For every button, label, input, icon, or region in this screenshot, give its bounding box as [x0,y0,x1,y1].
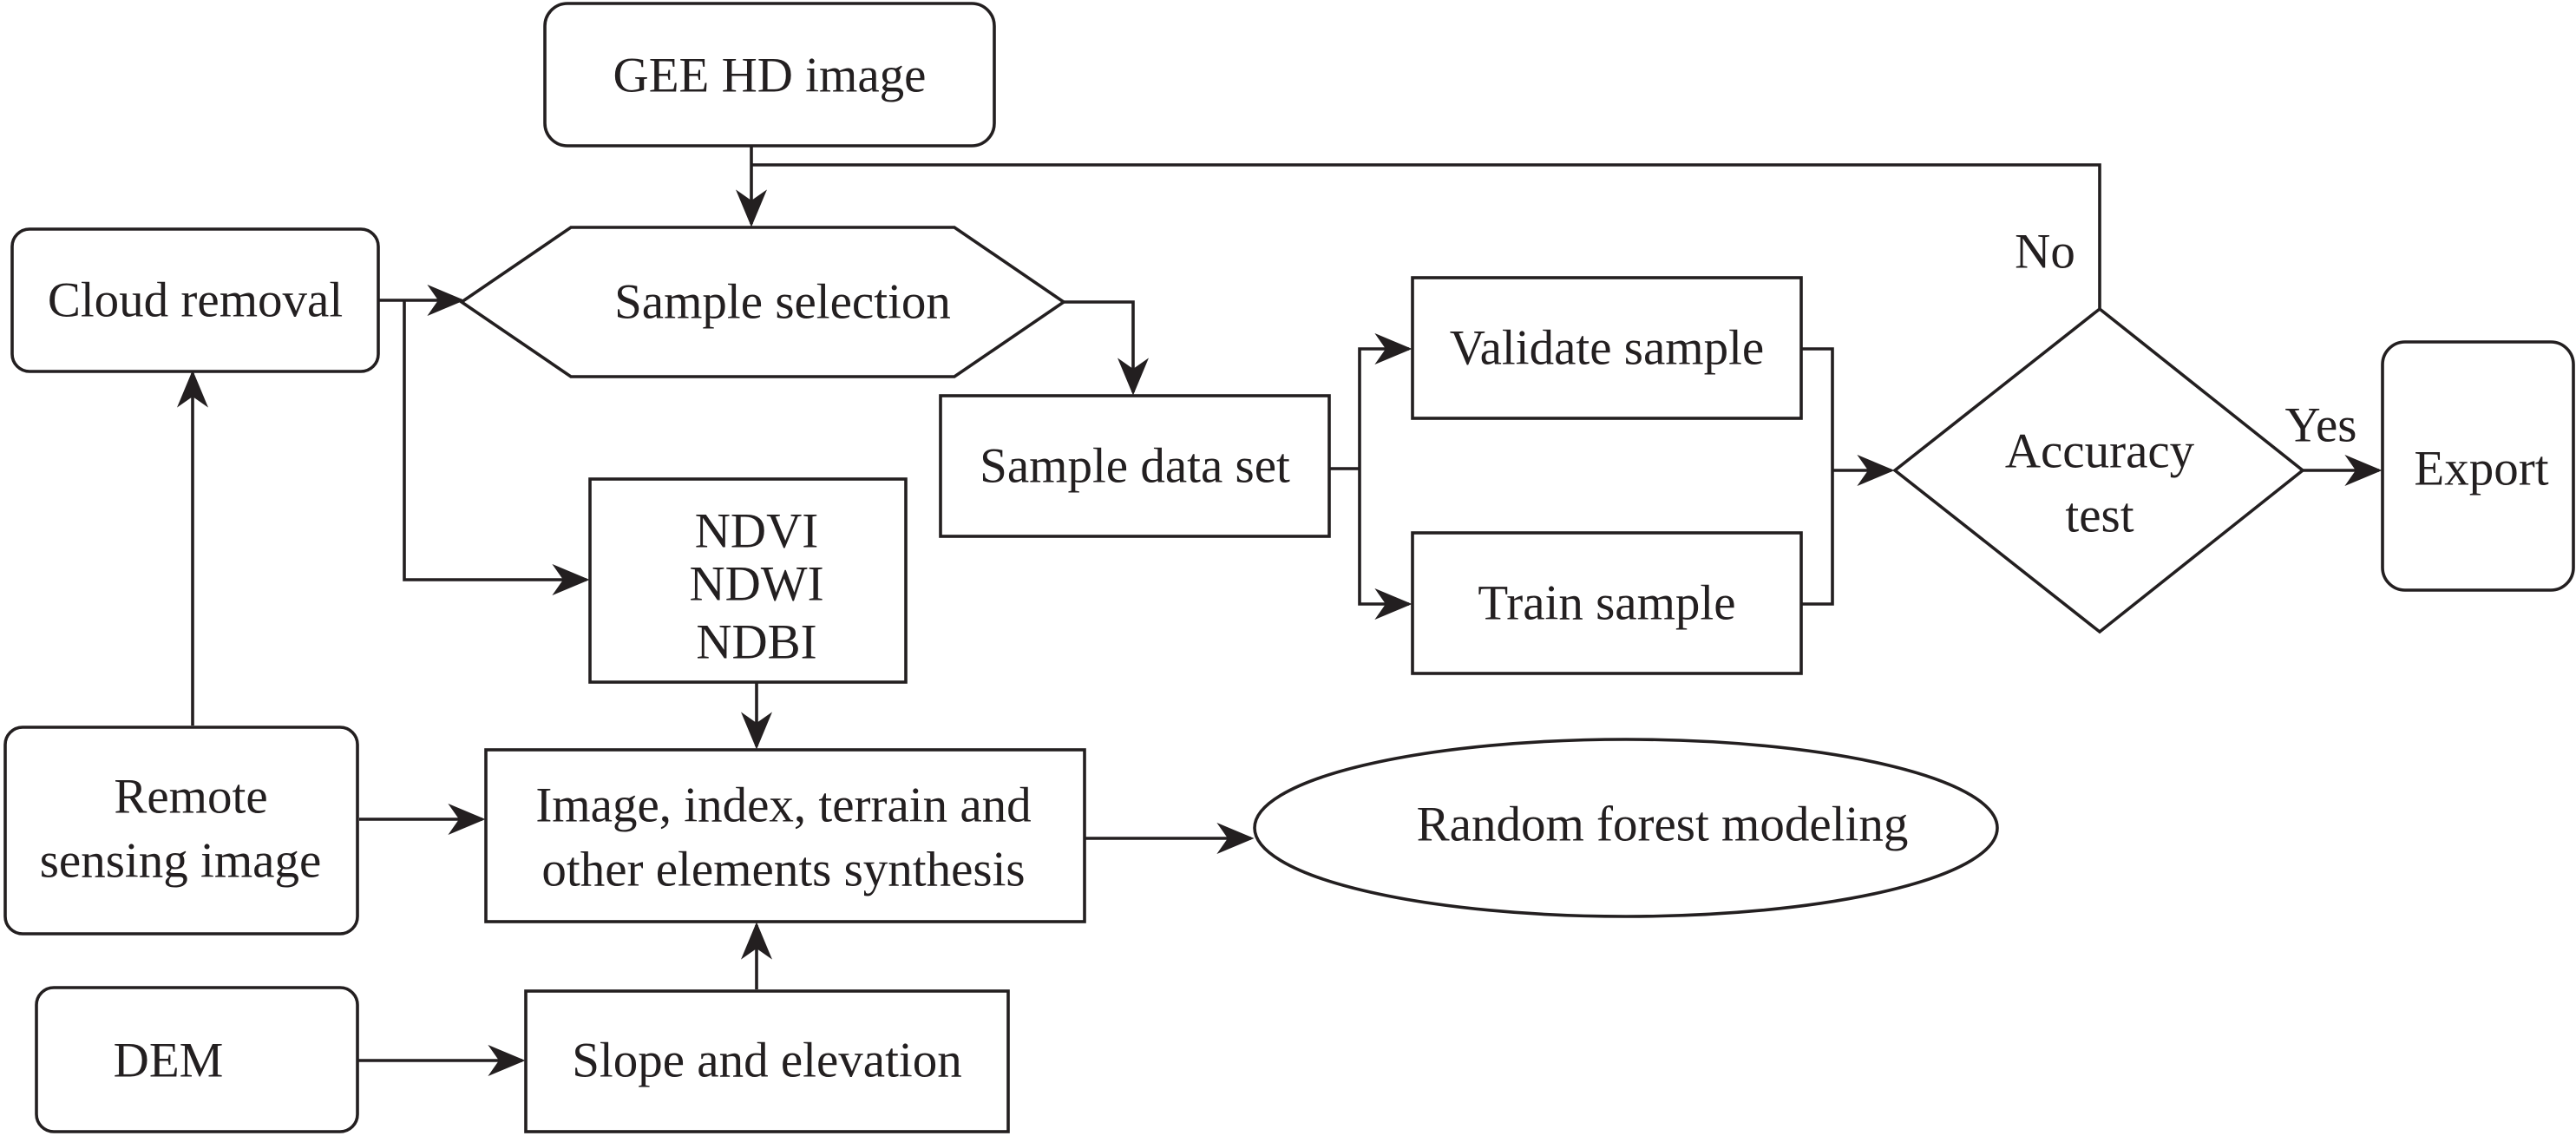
indices-box [588,477,908,684]
node-gee-hd-image: GEE HD image [543,2,996,148]
edge-cloud-to-indices [403,300,590,595]
train-sample-box [1411,531,1803,675]
gee-hd-image-box [543,2,996,148]
node-sample-selection: Sample selection [458,226,1067,378]
node-indices: NDVI NDWI NDBI [588,477,908,684]
node-cloud-removal: Cloud removal [10,227,380,373]
node-slope-and-elevation: Slope and elevation [524,989,1010,1133]
export-label: Export [2414,442,2548,496]
synthesis-label-line1: Image, index, terrain and [535,778,1031,833]
slope-and-elevation-label: Slope and elevation [572,1034,962,1088]
indices-label-ndvi: NDVI [695,504,818,559]
remote-sensing-image-label-line2: sensing image [40,834,322,889]
node-random-forest-modeling: Random forest modeling [1253,738,1999,918]
node-validate-sample: Validate sample [1411,276,1803,420]
cloud-removal-box [10,227,380,373]
gee-hd-image-label: GEE HD image [613,49,927,103]
edge-label-no: No [2015,225,2075,279]
node-sample-data-set: Sample data set [939,394,1331,538]
slope-and-elevation-box [524,989,1010,1133]
edge-samples-merge [1801,347,1834,606]
edge-label-yes: Yes [2285,398,2357,453]
node-dem: DEM [35,986,359,1133]
edge-sample-selection-to-dataset [1064,300,1149,396]
random-forest-modeling-label: Random forest modeling [1417,798,1909,852]
dem-box [35,986,359,1133]
indices-label-ndwi: NDWI [689,557,823,612]
node-accuracy-test: Accuracy test [1892,306,2305,634]
validate-sample-label: Validate sample [1450,321,1764,376]
dem-label: DEM [114,1034,224,1088]
remote-sensing-image-box [3,726,359,936]
sample-selection-label: Sample selection [614,275,951,330]
synthesis-box [484,748,1086,923]
cloud-removal-label: Cloud removal [48,273,343,328]
accuracy-test-label-line1: Accuracy [2005,424,2195,479]
train-sample-label: Train sample [1478,576,1735,631]
edges [177,146,2383,1076]
remote-sensing-image-label-line1: Remote [114,770,267,824]
accuracy-test-diamond [1892,306,2305,634]
export-box [2381,340,2575,592]
random-forest-modeling-ellipse [1253,738,1999,918]
sample-data-set-box [939,394,1331,538]
node-export: Export [2381,340,2575,592]
validate-sample-box [1411,276,1803,420]
edge-accuracy-no-loop [751,163,2101,308]
node-remote-sensing-image: Remote sensing image [3,726,359,936]
node-synthesis: Image, index, terrain and other elements… [484,748,1086,923]
edge-dataset-to-validate [1358,333,1413,469]
indices-label-ndbi: NDBI [696,615,816,670]
sample-selection-hexagon [458,226,1067,378]
node-train-sample: Train sample [1411,531,1803,675]
edge-dataset-to-train [1358,469,1413,620]
synthesis-label-line2: other elements synthesis [541,843,1025,897]
sample-data-set-label: Sample data set [980,439,1290,494]
accuracy-test-label-line2: test [2065,489,2134,543]
